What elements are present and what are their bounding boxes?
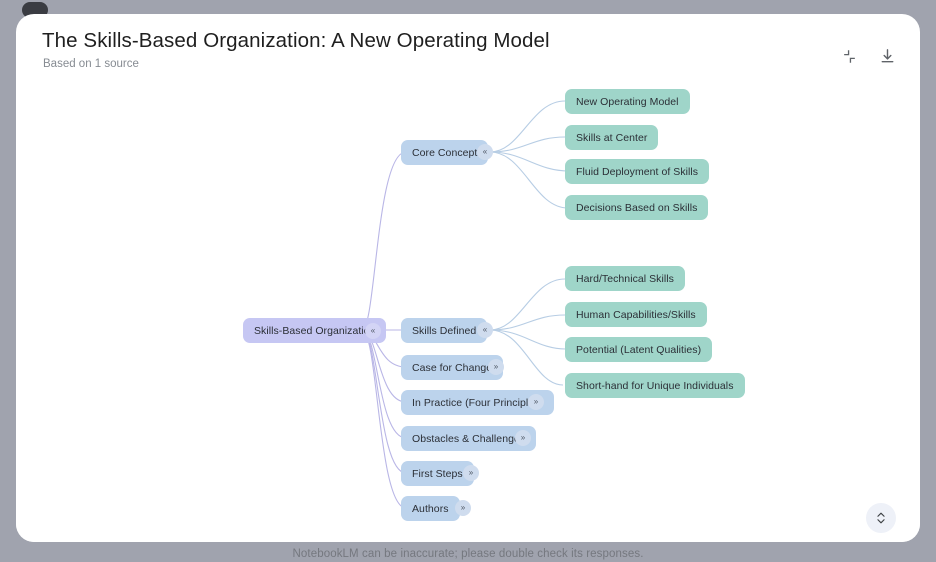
toggle-core-concept[interactable]: « <box>477 144 493 160</box>
toggle-authors[interactable]: » <box>455 500 471 516</box>
mindmap-node-core-concept[interactable]: Core Concept <box>401 140 489 165</box>
download-icon[interactable] <box>872 41 902 71</box>
toggle-case-for-change[interactable]: » <box>488 359 504 375</box>
toggle-skills-defined[interactable]: « <box>477 322 493 338</box>
mindmap-leaf-decisions-based-on-skills[interactable]: Decisions Based on Skills <box>565 195 709 220</box>
mindmap-leaf-hard-technical-skills[interactable]: Hard/Technical Skills <box>565 266 685 291</box>
toggle-in-practice[interactable]: » <box>528 394 544 410</box>
toggle-first-steps[interactable]: » <box>463 465 479 481</box>
mindmap-node-skills-defined[interactable]: Skills Defined <box>401 318 488 343</box>
branch-edges <box>489 100 570 386</box>
mindmap-leaf-short-hand-unique-individuals[interactable]: Short-hand for Unique Individuals <box>565 373 745 398</box>
page-title: The Skills-Based Organization: A New Ope… <box>42 29 550 52</box>
fit-to-screen-icon <box>877 512 885 524</box>
mindmap-leaf-human-capabilities[interactable]: Human Capabilities/Skills <box>565 302 707 327</box>
mindmap-leaf-skills-at-center[interactable]: Skills at Center <box>565 125 659 150</box>
mindmap-leaf-potential-latent-qualities[interactable]: Potential (Latent Qualities) <box>565 337 713 362</box>
toggle-obstacles-challenges[interactable]: » <box>515 430 531 446</box>
mindmap-node-root[interactable]: Skills-Based Organization <box>243 318 387 343</box>
mindmap-node-first-steps[interactable]: First Steps <box>401 461 474 486</box>
mindmap-card: The Skills-Based Organization: A New Ope… <box>16 14 920 542</box>
collapse-arrows-icon[interactable] <box>834 41 864 71</box>
mindmap-node-case-for-change[interactable]: Case for Change <box>401 355 504 380</box>
mindmap-leaf-fluid-deployment[interactable]: Fluid Deployment of Skills <box>565 159 710 184</box>
toggle-root[interactable]: « <box>365 323 381 339</box>
page-subtitle: Based on 1 source <box>43 58 139 70</box>
fit-to-screen-button[interactable] <box>866 503 896 533</box>
mindmap-node-authors[interactable]: Authors <box>401 496 460 521</box>
mindmap-connectors <box>361 100 570 509</box>
mindmap-canvas[interactable]: Skills-Based Organization « Core Concept… <box>16 76 920 542</box>
mindmap-leaf-new-operating-model[interactable]: New Operating Model <box>565 89 690 114</box>
disclaimer-text: NotebookLM can be inaccurate; please dou… <box>292 548 644 560</box>
card-header: The Skills-Based Organization: A New Ope… <box>16 14 920 76</box>
mindmap-node-obstacles-challenges[interactable]: Obstacles & Challenges <box>401 426 537 451</box>
